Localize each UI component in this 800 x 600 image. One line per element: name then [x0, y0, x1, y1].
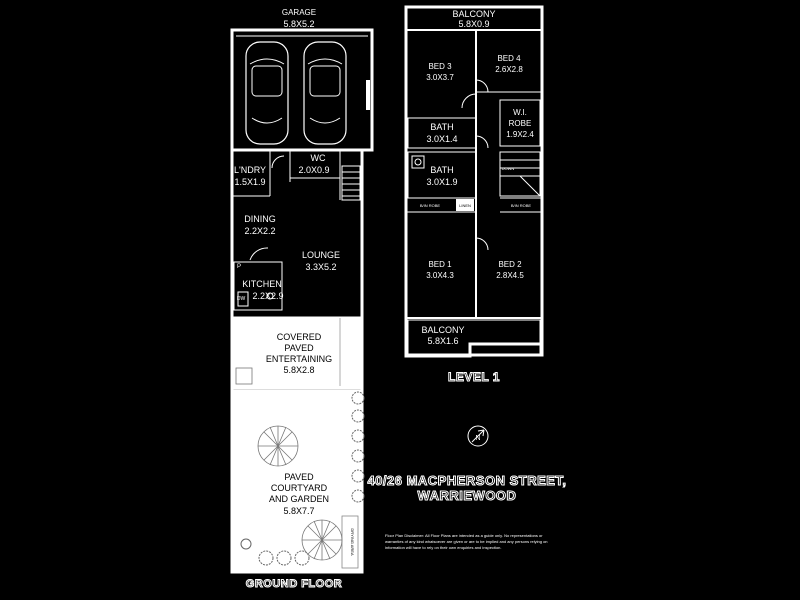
entertaining-name-2: PAVED [284, 343, 314, 353]
bath1-name: BATH [430, 122, 453, 132]
car-icon [245, 41, 289, 145]
courtyard-name-1: PAVED [284, 472, 314, 482]
level-1: BALCONY 5.8X0.9 BED 3 3.0X3.7 BED 4 2.6X… [404, 5, 544, 385]
robe-right-label: B/IN ROBE [511, 203, 532, 208]
bed3-name: BED 3 [428, 62, 452, 71]
bath2-dims: 3.0X1.9 [426, 177, 457, 187]
shrub-icon [240, 538, 310, 566]
courtyard-dims: 5.8X7.7 [283, 506, 314, 516]
dishwasher-label: DW [237, 296, 246, 302]
wir-dims: 1.9X2.4 [506, 130, 534, 139]
wir-name-2: ROBE [509, 119, 532, 128]
stairs-down-label: DOWN [502, 166, 515, 171]
stairs-icon [499, 151, 541, 197]
tree-icon [301, 519, 343, 561]
bed3-dims: 3.0X3.7 [426, 73, 454, 82]
courtyard-area [232, 390, 362, 572]
kitchen-name: KITCHEN [242, 279, 282, 289]
linen-label: LINEN [459, 203, 471, 208]
disclaimer-line-3: information will have to rely on their o… [385, 545, 502, 550]
north-arrow-icon: N [467, 425, 489, 447]
bed4-dims: 2.6X2.8 [495, 65, 523, 74]
bath1-walls [407, 117, 477, 149]
wir-walls [499, 99, 541, 147]
ground-floor: GARAGE 5.8X5.2 L'NDRY 1.5X1.9 WC 2.0X0.9… [230, 8, 374, 591]
stairs-icon [341, 165, 361, 201]
courtyard-name-2: COURTYARD [271, 483, 328, 493]
courtyard-name-3: AND GARDEN [269, 494, 329, 504]
north-label: N [475, 435, 480, 442]
balcony-bottom-name: BALCONY [421, 325, 464, 335]
lounge-dims: 3.3X5.2 [305, 262, 336, 272]
bed2-dims: 2.8X4.5 [496, 271, 524, 280]
address-line-1: 40/26 MACPHERSON STREET, [367, 473, 566, 488]
level1-outer-walls [404, 5, 544, 357]
bed2-name: BED 2 [498, 260, 522, 269]
laundry-dims: 1.5X1.9 [234, 177, 265, 187]
bed4-name: BED 4 [497, 54, 521, 63]
entertaining-name-1: COVERED [277, 332, 322, 342]
kitchen-bench [233, 261, 283, 311]
disclaimer-line-1: Floor Plan Disclaimer: All Floor Plans a… [385, 533, 543, 538]
balcony-top-name: BALCONY [452, 9, 495, 19]
lounge-name: LOUNGE [302, 250, 340, 260]
entertaining-name-3: ENTERTAINING [266, 354, 332, 364]
garage-name: GARAGE [282, 8, 316, 17]
wc-dims: 2.0X0.9 [298, 165, 329, 175]
bed1-name: BED 1 [428, 260, 452, 269]
disclaimer-line-2: warranties of any kind whatsoever are gi… [385, 539, 548, 544]
address-line-2: WARRIEWOOD [418, 488, 517, 503]
entertaining-dims: 5.8X2.8 [283, 365, 314, 375]
wc-name: WC [311, 153, 326, 163]
pantry-label: P [237, 264, 241, 270]
dining-name: DINING [244, 214, 276, 224]
level1-title: LEVEL 1 [448, 370, 500, 384]
balcony-top-dims: 5.8X0.9 [458, 19, 489, 29]
tree-icon [257, 425, 299, 467]
bed1-dims: 3.0X4.3 [426, 271, 454, 280]
garage-dims: 5.8X5.2 [283, 19, 314, 29]
kitchen-dims: 2.2X2.9 [252, 291, 283, 301]
dining-dims: 2.2X2.2 [244, 226, 275, 236]
drying-area-label: DRYING AREA [350, 528, 355, 556]
bath1-dims: 3.0X1.4 [426, 134, 457, 144]
wir-name-1: W.I. [513, 108, 527, 117]
ground-floor-title: GROUND FLOOR [246, 578, 342, 590]
bath2-name: BATH [430, 165, 453, 175]
car-icon [303, 41, 347, 145]
shrub-icon [351, 391, 365, 503]
balcony-bottom-dims: 5.8X1.6 [427, 336, 458, 346]
robe-left-label: B/IN ROBE [420, 203, 441, 208]
laundry-name: L'NDRY [234, 165, 266, 175]
